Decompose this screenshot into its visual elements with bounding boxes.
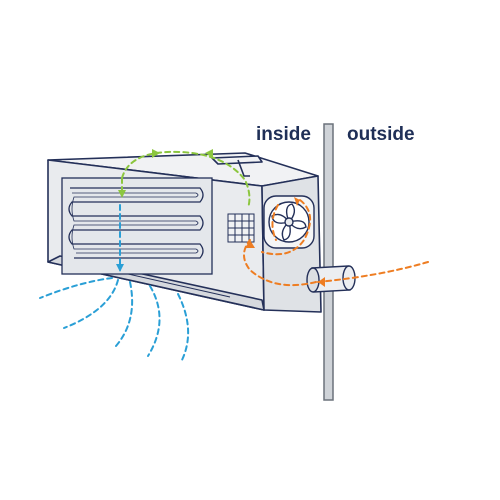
outside-label: outside [347, 124, 415, 145]
airflow-intake-arrows [245, 197, 325, 287]
airflow-internal-arrows [118, 149, 213, 198]
filter-grid [227, 213, 255, 243]
airflow-output [39, 204, 190, 361]
wall [323, 123, 334, 401]
fan-icon [263, 195, 315, 249]
airflow-intake [243, 199, 429, 287]
heat-exchanger-coil [61, 177, 213, 275]
inside-label: inside [256, 124, 311, 145]
airflow-output-arrows [116, 264, 124, 272]
top-air-tube [211, 155, 263, 165]
